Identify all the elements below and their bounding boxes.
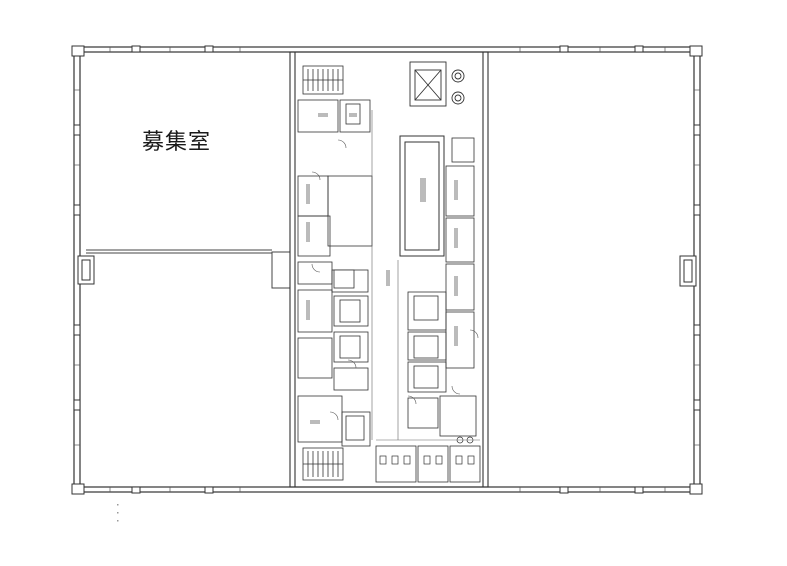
window-ticks [74, 47, 700, 492]
stairs-south [302, 447, 344, 481]
door-swings [311, 139, 479, 421]
room-tags [306, 113, 458, 424]
toilet-fixtures [379, 436, 475, 465]
perimeter-columns [71, 45, 703, 495]
left-area-divider [86, 249, 291, 289]
scan-marks [117, 504, 119, 522]
core [289, 51, 489, 488]
side-protrusions [77, 255, 697, 287]
corridor-lines [371, 110, 480, 441]
elevator-hall [399, 135, 445, 257]
stairs-north [302, 65, 344, 95]
elevator-top-equipment [409, 61, 465, 107]
outer-walls [73, 46, 701, 493]
core-columns [333, 103, 439, 441]
vacant-area-label: 募集室 [142, 130, 212, 155]
core-rooms [297, 99, 481, 483]
